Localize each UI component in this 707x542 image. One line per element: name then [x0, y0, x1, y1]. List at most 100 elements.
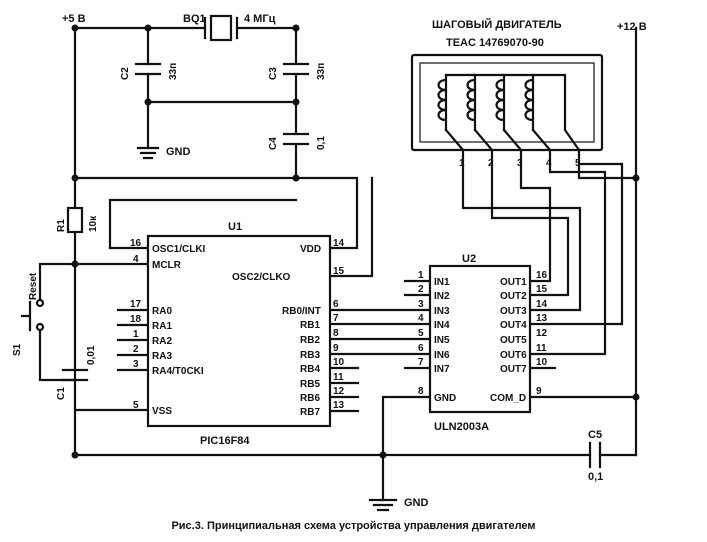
u1-pin-name: RB6 [300, 393, 320, 404]
u2-pin-num: 2 [418, 284, 424, 295]
u1-pin-name: RA3 [152, 351, 172, 362]
u1-pin-num: 16 [130, 238, 142, 249]
u2-pin-name: IN2 [434, 291, 450, 302]
c3-ref: C3 [268, 67, 279, 80]
u1-pin-num: 17 [130, 299, 142, 310]
c5-value: 0,1 [588, 471, 603, 483]
u1-pin-num: 15 [333, 266, 345, 277]
u1-pin-name: VDD [300, 244, 321, 255]
u1-pin-num: 14 [333, 238, 345, 249]
u1-pin-name: RA1 [152, 321, 172, 332]
u1-pin-name: RB5 [300, 379, 320, 390]
c4-ref: C4 [268, 137, 279, 150]
u1-pin-num: 13 [333, 400, 345, 411]
u2-pin-num: 8 [418, 386, 424, 397]
motor-model: TEAC 14769070-90 [446, 37, 544, 49]
motor-pin: 5 [575, 158, 581, 169]
crystal-bq1 [203, 14, 239, 42]
gnd-bottom-label: GND [404, 497, 429, 509]
u1-pin-num: 1 [133, 329, 139, 340]
u1-pin-num: 12 [333, 386, 345, 397]
capacitor-c5 [588, 441, 602, 469]
u2-pin-num: 3 [418, 299, 424, 310]
u1-pin-name: VSS [152, 406, 172, 417]
u1-part: PIC16F84 [200, 435, 250, 447]
bq1-ref: BQ1 [183, 13, 206, 25]
u2-pin-name: OUT4 [500, 320, 527, 331]
capacitor-c1 [61, 368, 89, 382]
u1-pin-name: RB1 [300, 320, 320, 331]
figure-caption: Рис.3. Принципиальная схема устройства у… [171, 520, 536, 532]
u1-pin-num: 9 [333, 343, 339, 354]
motor-pin: 2 [488, 158, 494, 169]
u1-ref: U1 [228, 221, 242, 233]
u2-pin-name: OUT1 [500, 277, 527, 288]
c4-value: 0,1 [316, 136, 327, 150]
u2-pin-num: 4 [418, 313, 424, 324]
motor-coils [437, 73, 581, 152]
u2-pin-name: IN7 [434, 364, 450, 375]
u2-body [428, 264, 532, 414]
u2-ref: U2 [462, 253, 476, 265]
u1-pin-name: RB7 [300, 407, 320, 418]
resistor-r1 [66, 206, 84, 234]
u1-pin-name: RA2 [152, 336, 172, 347]
u2-pin-num: 16 [536, 270, 548, 281]
capacitor-c3 [282, 62, 310, 76]
u1-pin-num: 6 [333, 299, 339, 310]
stepper-motor [410, 53, 604, 152]
u2-pin-name: IN1 [434, 277, 450, 288]
u2-pin-num: 12 [536, 328, 548, 339]
c2-ref: C2 [120, 67, 131, 80]
u2-pin-num: 7 [418, 357, 424, 368]
u1-pin-num: 7 [333, 313, 339, 324]
u1-pin-num: 10 [333, 357, 345, 368]
u2-pin-name: OUT5 [500, 335, 527, 346]
r1-value: 10к [88, 215, 99, 232]
plus12-label: +12 В [617, 21, 647, 33]
u1-pin-name: OSC2/CLKO [232, 272, 291, 283]
u2-pin-num: 11 [536, 343, 547, 354]
motor-pin: 3 [517, 158, 523, 169]
u1-pin-num: 8 [333, 328, 339, 339]
gnd-symbol-top [136, 146, 160, 160]
c1-value: 0,01 [86, 345, 97, 365]
u1-pin-num: 5 [133, 400, 139, 411]
u2-pin-name: GND [434, 393, 456, 404]
c2-value: 33п [168, 63, 179, 80]
capacitor-c4 [282, 132, 310, 146]
c3-value: 33п [316, 63, 327, 80]
bq1-value: 4 МГц [244, 13, 276, 25]
motor-title: ШАГОВЫЙ ДВИГАТЕЛЬ [432, 18, 562, 31]
u2-pin-num: 1 [418, 270, 424, 281]
u2-pin-name: COM_D [490, 393, 526, 404]
u2-pin-name: OUT6 [500, 350, 527, 361]
plus5-label: +5 В [62, 13, 86, 25]
u1-pin-num: 3 [133, 359, 139, 370]
u2-pin-name: IN5 [434, 335, 450, 346]
labels: +5 В +12 В BQ1 4 МГц C2 33п C3 33п C4 0,… [12, 13, 647, 509]
u1-pin-name: RB2 [300, 335, 320, 346]
u2-pin-num: 15 [536, 284, 548, 295]
s1-ref: S1 [12, 343, 23, 356]
u2-pin-num: 9 [536, 386, 542, 397]
gnd-symbol-bottom [368, 498, 398, 512]
motor-pin: 4 [546, 158, 552, 169]
u2-pin-name: IN4 [434, 320, 450, 331]
u2-pin-name: IN6 [434, 350, 450, 361]
u1-pin-name: RB3 [300, 350, 320, 361]
u1-pin-num: 11 [333, 372, 344, 383]
s1-label: Reset [28, 272, 39, 300]
c5-ref: C5 [588, 429, 602, 441]
u2-pin-name: OUT2 [500, 291, 527, 302]
u1-pin-name: OSC1/CLKI [152, 244, 206, 255]
u1-pin-num: 2 [133, 344, 139, 355]
u1-pin-name: RB0/INT [282, 306, 321, 317]
u2-pin-num: 10 [536, 357, 548, 368]
u2-pin-num: 5 [418, 328, 424, 339]
wires [73, 26, 638, 502]
u2-pin-num: 6 [418, 343, 424, 354]
gnd-top-label: GND [166, 146, 191, 158]
u2-pin-name: IN3 [434, 306, 450, 317]
